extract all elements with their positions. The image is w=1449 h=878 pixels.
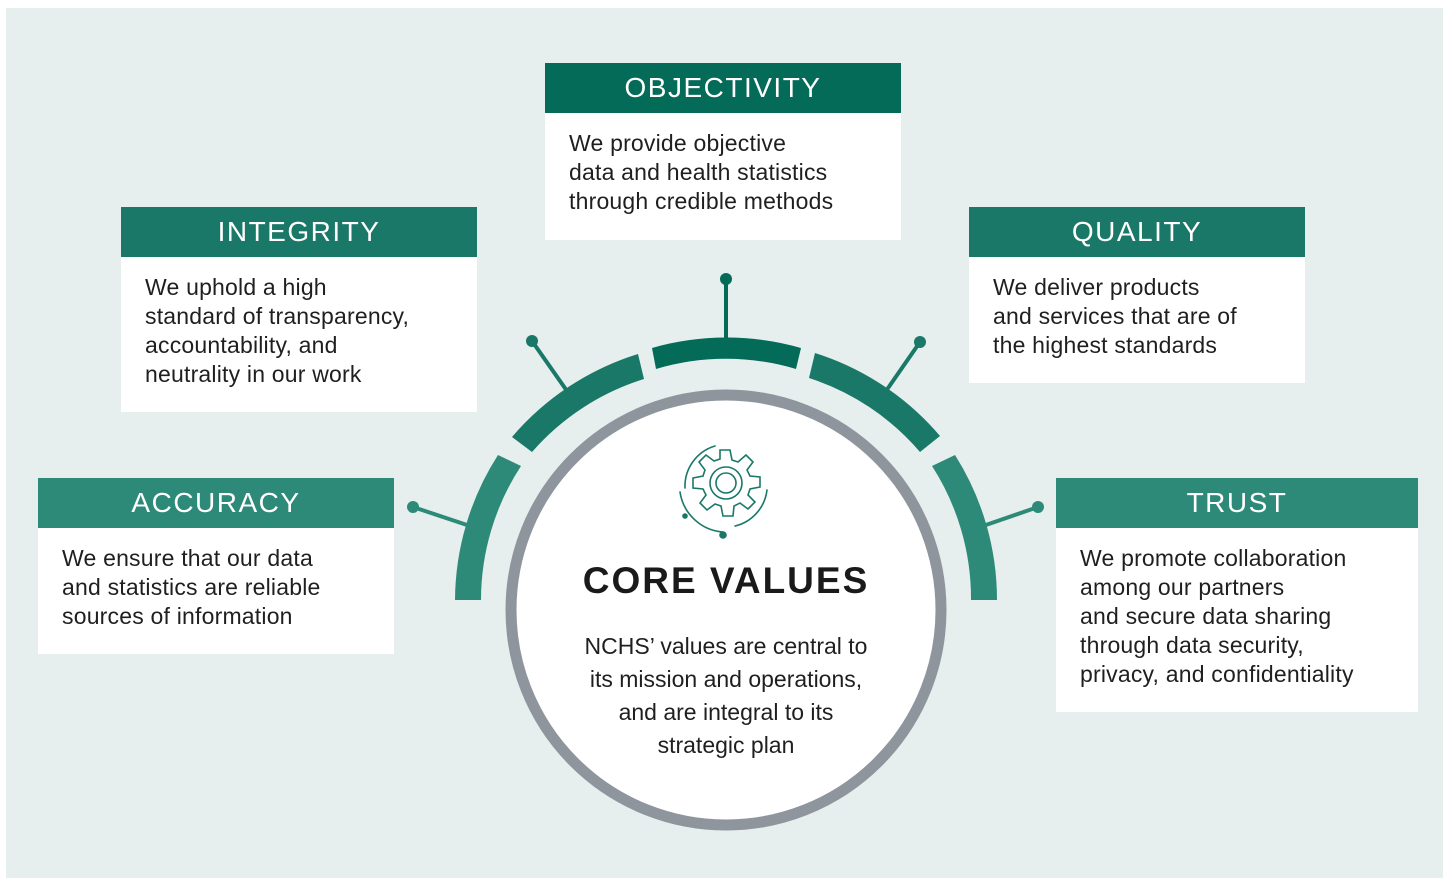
card-line: data and health statistics (569, 159, 828, 185)
connector-objectivity (720, 273, 732, 340)
card-line: through data security, (1080, 632, 1304, 658)
card-line: sources of information (62, 603, 293, 629)
card-line: the highest standards (993, 332, 1218, 358)
center-description-line: strategic plan (657, 732, 795, 758)
connector-trust (982, 501, 1044, 528)
connector-quality (884, 336, 926, 393)
value-card-accuracy: ACCURACY We ensure that our data and sta… (38, 478, 394, 654)
card-line: through credible methods (569, 188, 834, 214)
card-line: We provide objective (569, 130, 787, 156)
arc-segment-trust (932, 455, 998, 600)
card-title-trust: TRUST (1056, 478, 1418, 528)
card-line: and services that are of (993, 303, 1237, 329)
center-description-line: and are integral to its (618, 699, 834, 725)
card-body-accuracy: We ensure that our data and statistics a… (38, 528, 394, 631)
card-title-quality: QUALITY (969, 207, 1305, 257)
center-description: NCHS’ values are central to its mission … (526, 630, 926, 762)
card-line: neutrality in our work (145, 361, 362, 387)
arc-segment-quality (809, 353, 940, 452)
card-line: standard of transparency, (145, 303, 410, 329)
value-card-quality: QUALITY We deliver products and services… (969, 207, 1305, 383)
card-line: and statistics are reliable (62, 574, 321, 600)
card-title-accuracy: ACCURACY (38, 478, 394, 528)
card-line: and secure data sharing (1080, 603, 1332, 629)
card-line: We deliver products (993, 274, 1200, 300)
card-body-objectivity: We provide objective data and health sta… (545, 113, 901, 216)
card-body-integrity: We uphold a high standard of transparenc… (121, 257, 477, 389)
card-line: among our partners (1080, 574, 1285, 600)
arc-segment-objectivity (652, 337, 801, 369)
center-circle (505, 389, 947, 831)
card-title-objectivity: OBJECTIVITY (545, 63, 901, 113)
card-line: privacy, and confidentiality (1080, 661, 1354, 687)
connector-integrity (526, 335, 569, 393)
card-body-trust: We promote collaboration among our partn… (1056, 528, 1418, 689)
center-title: CORE VALUES (582, 560, 870, 601)
value-card-integrity: INTEGRITY We uphold a high standard of t… (121, 207, 477, 412)
arc-segment-integrity (512, 354, 644, 452)
center-description-line: NCHS’ values are central to (584, 633, 868, 659)
card-line: We ensure that our data (62, 545, 313, 571)
card-body-quality: We deliver products and services that ar… (969, 257, 1305, 360)
gear-icon (679, 445, 768, 539)
card-line: We uphold a high (145, 274, 327, 300)
card-line: We promote collaboration (1080, 545, 1347, 571)
arc-segment-accuracy (455, 455, 521, 600)
value-card-objectivity: OBJECTIVITY We provide objective data an… (545, 63, 901, 240)
value-card-trust: TRUST We promote collaboration among our… (1056, 478, 1418, 712)
card-line: accountability, and (145, 332, 338, 358)
center-description-line: its mission and operations, (589, 666, 863, 692)
card-title-integrity: INTEGRITY (121, 207, 477, 257)
connector-accuracy (407, 501, 471, 528)
